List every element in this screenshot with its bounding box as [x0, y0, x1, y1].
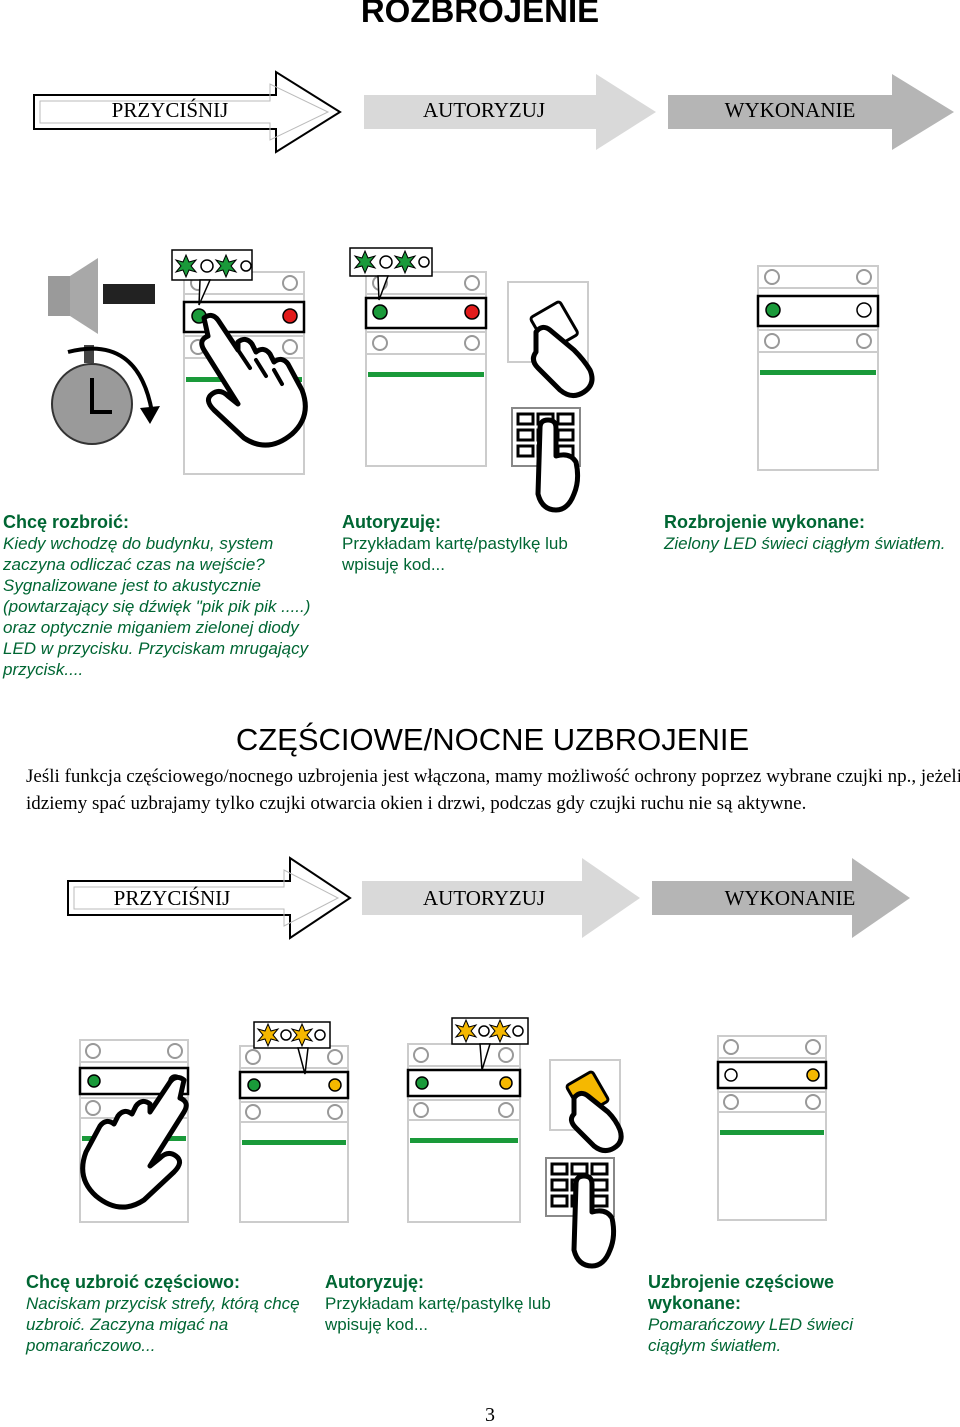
column-text: Przykładam kartę/pastylkę lub wpisuję ko…	[325, 1294, 551, 1334]
step-arrow-5	[362, 858, 640, 938]
column-text: Naciskam przycisk strefy, którą chcę uzb…	[26, 1294, 300, 1355]
step-label-press: PRZYCIŚNIJ	[113, 886, 231, 910]
card-reader	[507, 281, 595, 398]
hand-pointer-icon	[535, 417, 581, 513]
led-indicator-icon	[349, 247, 433, 301]
step-label-authorize: AUTORYZUJ	[422, 886, 546, 910]
step-label-execute: WYKONANIE	[724, 98, 856, 122]
step-label-press: PRZYCIŚNIJ	[111, 98, 229, 122]
disarm-column-1: Chcę rozbroić: Kiedy wchodzę do budynku,…	[3, 512, 323, 680]
led-indicator-icon	[171, 249, 253, 306]
hand-pointer-icon	[80, 1074, 189, 1210]
column-heading: Chcę uzbroić częściowo:	[26, 1272, 241, 1292]
speaker-icon	[48, 258, 155, 334]
column-heading: Autoryzuję:	[325, 1272, 424, 1292]
step-arrow-6	[652, 858, 910, 938]
step-arrow-4	[67, 856, 352, 940]
section-title: CZĘŚCIOWE/NOCNE UZBROJENIE	[235, 722, 750, 757]
column-text: Kiedy wchodzę do budynku, system zaczyna…	[3, 534, 311, 679]
column-heading: Chcę rozbroić:	[3, 512, 130, 532]
step-label-execute: WYKONANIE	[724, 886, 856, 910]
card-reader	[549, 1059, 624, 1154]
control-panel-5	[238, 1045, 350, 1223]
step-arrow-2	[364, 74, 656, 150]
column-heading: Rozbrojenie wykonane:	[664, 512, 866, 532]
hand-pointer-icon	[571, 1173, 617, 1269]
arm-column-1: Chcę uzbroić częściowo: Naciskam przycis…	[26, 1272, 316, 1356]
column-text: Pomarańczowy LED świeci ciągłym światłem…	[648, 1315, 854, 1355]
control-panel-3	[756, 265, 880, 471]
card-icon	[530, 324, 595, 398]
arm-column-2: Autoryzuję: Przykładam kartę/pastylkę lu…	[325, 1272, 595, 1335]
arm-column-3: Uzbrojenie częściowe wykonane: Pomarańcz…	[648, 1272, 898, 1356]
column-text: Zielony LED świeci ciągłym światłem.	[664, 534, 946, 553]
step-label-authorize: AUTORYZUJ	[422, 98, 546, 122]
control-panel-6	[406, 1043, 522, 1223]
column-text: Przykładam kartę/pastylkę lub wpisuję ko…	[342, 534, 568, 574]
control-panel-7	[716, 1035, 828, 1221]
led-indicator-icon	[253, 1021, 331, 1075]
disarm-column-3: Rozbrojenie wykonane: Zielony LED świeci…	[664, 512, 958, 554]
column-heading: Uzbrojenie częściowe wykonane:	[648, 1272, 835, 1313]
control-panel-2	[364, 271, 488, 467]
led-indicator-icon	[451, 1017, 529, 1071]
step-arrow-3	[668, 74, 954, 150]
section-paragraph: Jeśli funkcja częściowego/nocnego uzbroj…	[26, 766, 960, 814]
column-heading: Autoryzuję:	[342, 512, 441, 532]
stopwatch-icon	[51, 345, 160, 445]
disarm-column-2: Autoryzuję: Przykładam kartę/pastylkę lu…	[342, 512, 612, 575]
page-title: ROZBROJENIE	[360, 0, 600, 29]
step-arrow-1	[33, 70, 342, 154]
page-number: 3	[485, 1404, 495, 1426]
